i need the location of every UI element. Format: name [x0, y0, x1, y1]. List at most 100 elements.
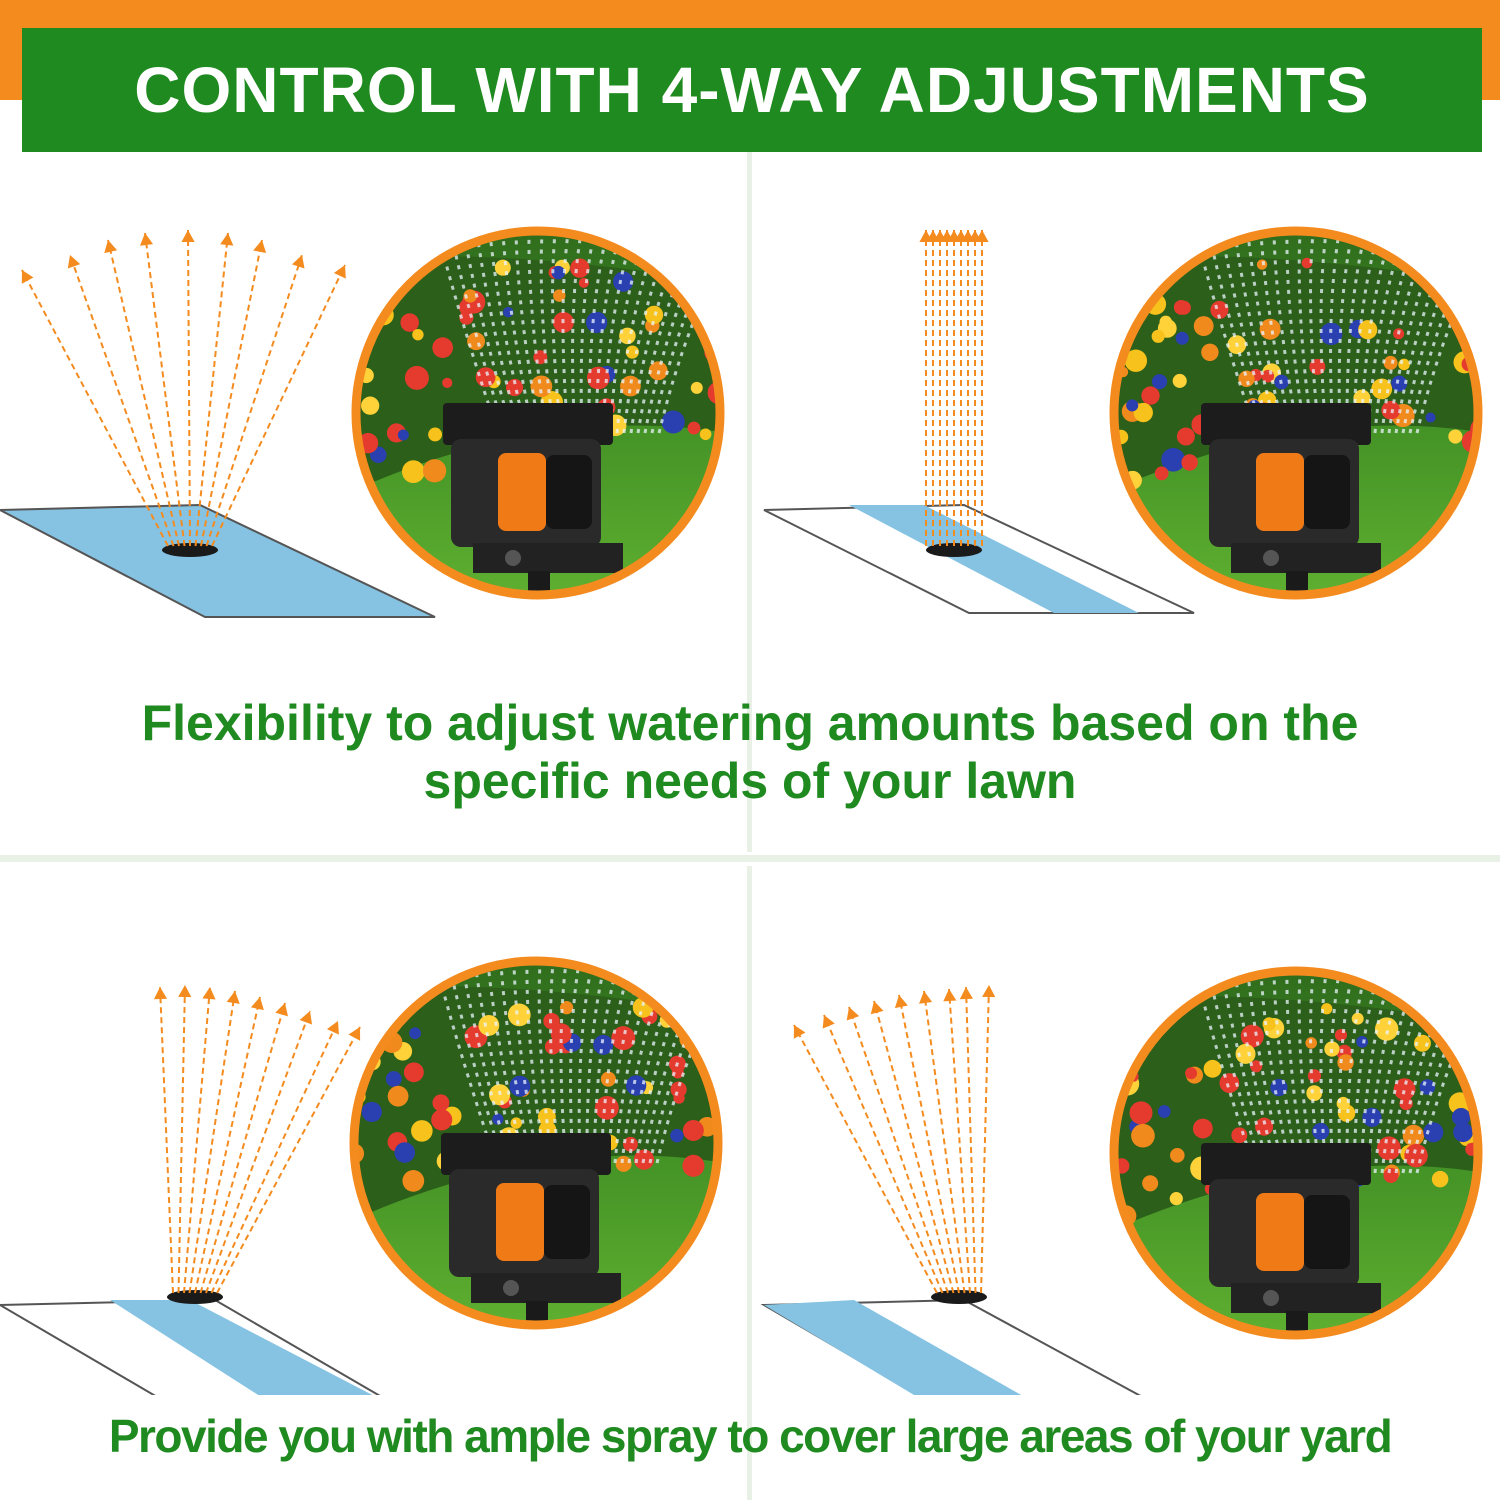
flower: [1444, 1007, 1456, 1020]
flower: [1172, 373, 1187, 389]
water-jet: [1352, 972, 1380, 1174]
sprinkler-hole: [931, 1290, 987, 1304]
lawn-area: [0, 503, 436, 618]
water-jet: [488, 232, 528, 434]
water-jet: [1272, 232, 1300, 434]
sprinkler-drum: [1304, 1195, 1350, 1269]
sprinkler-body: [1201, 403, 1381, 595]
spray-line: [159, 986, 174, 1294]
flower: [505, 378, 524, 397]
arrowhead-icon: [153, 987, 168, 1000]
photo-scene: [1114, 231, 1478, 595]
flower: [1151, 329, 1165, 343]
sprinkler-photo: [348, 223, 728, 603]
spray-line: [873, 1000, 955, 1294]
water-jet: [1329, 232, 1341, 434]
arrowhead-icon: [959, 987, 973, 1000]
spray-line: [948, 988, 971, 1294]
flower: [1142, 1175, 1159, 1192]
water-jet: [1337, 972, 1354, 1174]
flower: [403, 1062, 424, 1083]
spray-diagram-full-range: [0, 229, 436, 618]
arrowhead-icon: [67, 255, 81, 269]
water-jet: [1259, 232, 1293, 434]
panel-left-side: [0, 935, 746, 1395]
flower: [385, 1071, 402, 1087]
flower: [1398, 358, 1410, 371]
sprinkler-photo: [1106, 963, 1486, 1343]
water-jet: [1233, 972, 1279, 1174]
flower: [670, 1081, 687, 1098]
adjust-knob: [505, 550, 521, 566]
spray-line: [107, 239, 180, 547]
arrowhead-icon: [348, 1027, 361, 1041]
spray-line: [69, 254, 175, 547]
flower: [432, 1094, 450, 1112]
flower: [570, 258, 590, 278]
sprinkler-base: [471, 1273, 621, 1303]
water-jet: [1394, 972, 1458, 1174]
water-jet: [1285, 972, 1307, 1174]
ground-stake: [526, 1301, 548, 1325]
flower: [544, 1038, 561, 1055]
water-jet: [1319, 972, 1328, 1174]
photo-frame: [349, 956, 723, 1330]
water-jet: [1285, 232, 1307, 434]
watered-area: [764, 1300, 1022, 1395]
flower: [1141, 386, 1160, 405]
water-jet: [525, 962, 547, 1164]
arrowhead-icon: [975, 230, 989, 242]
flower: [354, 1046, 362, 1061]
flower: [394, 1142, 416, 1163]
water-jet: [1220, 232, 1272, 434]
sprinkler-hole: [167, 1290, 223, 1304]
flower: [1376, 1136, 1401, 1161]
water-jet: [460, 962, 512, 1164]
flower: [494, 259, 511, 276]
sprinkler-top: [441, 1133, 611, 1175]
water-jet: [1345, 232, 1367, 434]
flower: [404, 365, 429, 390]
flower: [1371, 378, 1393, 400]
flower: [690, 381, 703, 394]
flower: [1450, 266, 1470, 286]
water-jet: [559, 962, 568, 1164]
water-jet: [1401, 232, 1471, 434]
panel-full-range: [0, 185, 746, 645]
sprinkler-photo-icon: [1109, 226, 1483, 600]
water-jet: [539, 232, 556, 434]
flower: [1448, 429, 1463, 444]
watered-area: [110, 1300, 373, 1395]
flower: [1114, 318, 1128, 337]
flower: [401, 460, 425, 484]
water-jet: [594, 232, 622, 434]
flower: [550, 1023, 572, 1045]
flower: [1391, 375, 1408, 392]
flower: [1124, 349, 1148, 372]
flower: [1393, 1078, 1416, 1101]
adjust-knob: [503, 1280, 519, 1296]
arrowhead-icon: [919, 991, 933, 1004]
spray-line: [965, 986, 977, 1294]
flower: [1471, 278, 1478, 295]
flower: [1374, 1017, 1399, 1041]
photo-scene: [1114, 971, 1478, 1335]
flower: [682, 1120, 704, 1141]
flower: [400, 313, 419, 332]
spray-line: [210, 1020, 339, 1294]
water-jet: [514, 232, 542, 434]
flower: [1235, 1043, 1256, 1064]
flower: [1193, 316, 1214, 336]
water-jet: [634, 962, 698, 1164]
flower: [361, 396, 380, 415]
flower: [1475, 1025, 1478, 1042]
arrowhead-icon: [202, 987, 216, 1000]
flower: [1306, 1085, 1323, 1101]
adjust-knob: [1263, 1290, 1279, 1306]
flower: [1185, 1067, 1198, 1080]
water-jet: [1380, 972, 1432, 1174]
water-jet: [1401, 972, 1471, 1174]
flower: [537, 1107, 556, 1126]
water-jet: [592, 962, 620, 1164]
water-jet: [1233, 232, 1279, 434]
